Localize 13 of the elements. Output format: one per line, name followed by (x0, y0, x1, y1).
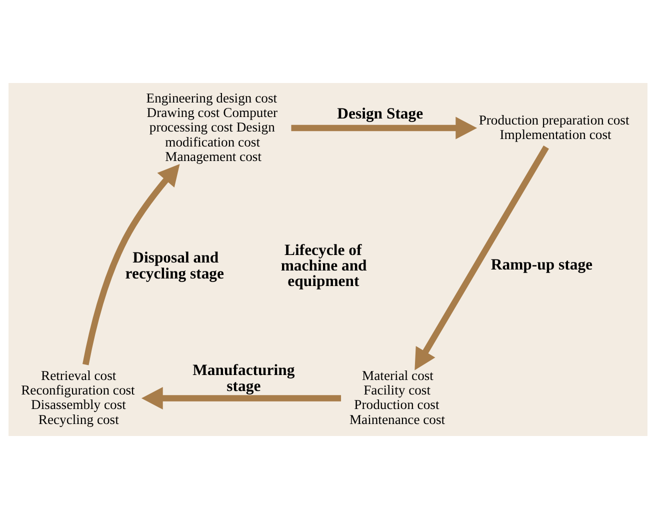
label: Lifecycle of machine and equipment (280, 242, 367, 290)
arrow (291, 116, 478, 140)
edge-label: Design Stage (337, 106, 424, 123)
arrow (82, 164, 180, 366)
edge-label: Ramp-up stage (490, 256, 593, 274)
node-text: Production preparation cost Implementation cost (478, 112, 630, 142)
node-text: Engineering design cost Drawing cost Computer processing cost Design modification cost Management cost (146, 90, 278, 164)
arrow (141, 387, 342, 410)
node-text: Material cost Facility cost Production cost Maintenance cost (349, 368, 446, 427)
node-text: Retrieval cost Reconfiguration cost Disassembly cost Recycling cost (21, 368, 135, 427)
edge-label: Disposal and recycling stage (125, 250, 224, 282)
edge-label: Manufacturing stage (192, 362, 295, 395)
arrow (414, 146, 549, 370)
